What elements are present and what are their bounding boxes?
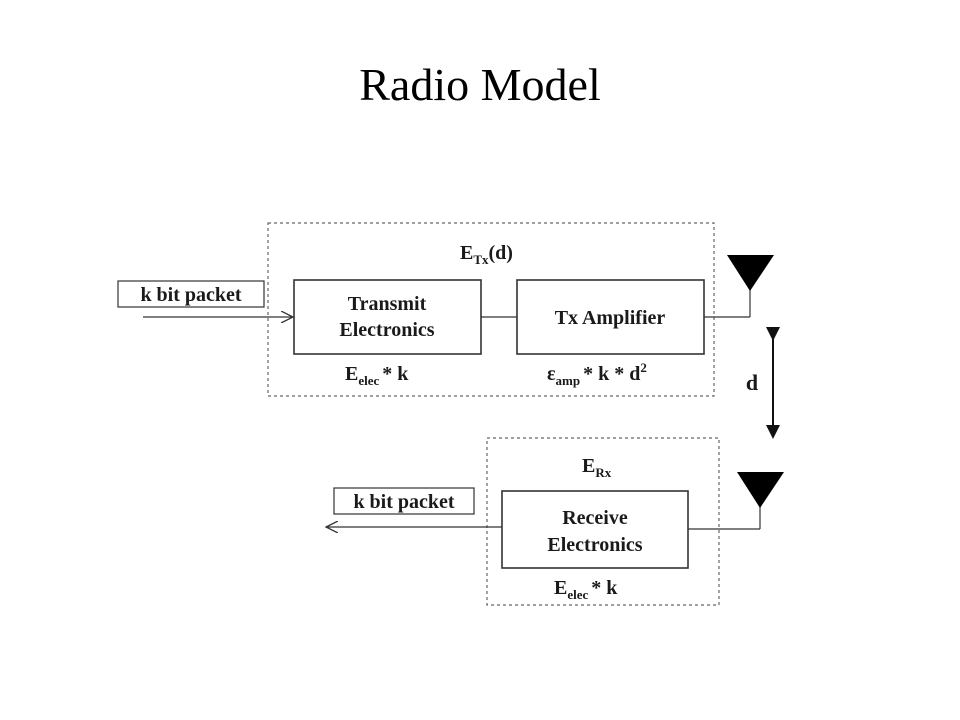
receive-electronics-cost: Eelec* k — [554, 577, 618, 602]
tx-amplifier-cost: εamp* k * d2 — [547, 360, 647, 388]
receiver-energy-label: ERx — [582, 455, 612, 480]
input-packet-label: k bit packet — [140, 284, 241, 306]
receiver-boundary — [486, 437, 720, 606]
transmitter-energy-label: ETx(d) — [460, 242, 513, 267]
transmit-electronics-line2: Electronics — [339, 319, 434, 341]
transmitter-boundary — [267, 222, 715, 397]
output-packet-box — [333, 487, 475, 515]
receive-electronics-line1: Receive — [562, 507, 628, 529]
distance-label: d — [746, 370, 758, 395]
receive-electronics-block — [501, 490, 689, 569]
transmit-electronics-block — [293, 279, 482, 355]
input-packet-box — [117, 280, 265, 308]
tx-antenna-icon — [704, 255, 774, 318]
page-title: Radio Model — [359, 59, 601, 110]
receive-electronics-line2: Electronics — [547, 534, 642, 556]
tx-amplifier-label: Tx Amplifier — [555, 307, 666, 329]
transmit-electronics-cost: Eelec* k — [345, 363, 409, 388]
output-packet-label: k bit packet — [353, 491, 454, 513]
rx-antenna-icon — [688, 472, 784, 530]
transmit-electronics-line1: Transmit — [348, 293, 427, 315]
